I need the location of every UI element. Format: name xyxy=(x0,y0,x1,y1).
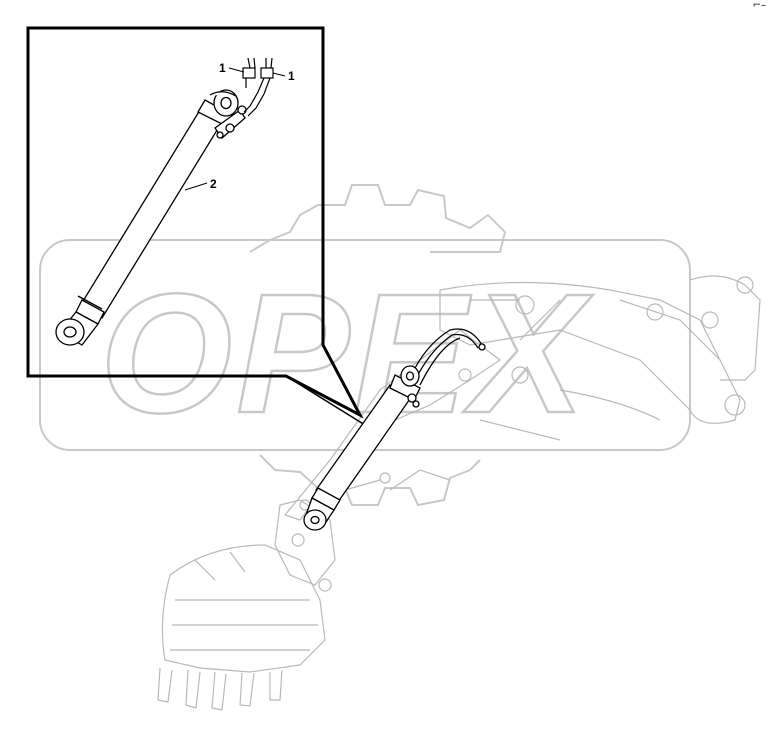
bucket-teeth-ghost xyxy=(157,667,283,711)
watermark-gear xyxy=(249,184,507,507)
watermark-text: OPEX xyxy=(100,259,593,449)
corner-mark: ⌐– xyxy=(752,0,766,11)
boom-ghost xyxy=(439,281,741,424)
callout-hose-fitting-left: 1 xyxy=(219,61,226,75)
watermark-logo: OPEX xyxy=(39,184,691,507)
callout-leaders xyxy=(184,67,286,191)
bucket-ghost xyxy=(161,544,326,673)
detail-leader xyxy=(285,375,366,426)
callout-cylinder: 2 xyxy=(210,177,217,191)
detail-callout-frame xyxy=(26,26,364,419)
detail-cylinder xyxy=(55,89,247,346)
detail-hoses xyxy=(242,57,274,117)
main-cylinder xyxy=(303,328,486,531)
callout-hose-fitting-right: 1 xyxy=(288,69,295,83)
